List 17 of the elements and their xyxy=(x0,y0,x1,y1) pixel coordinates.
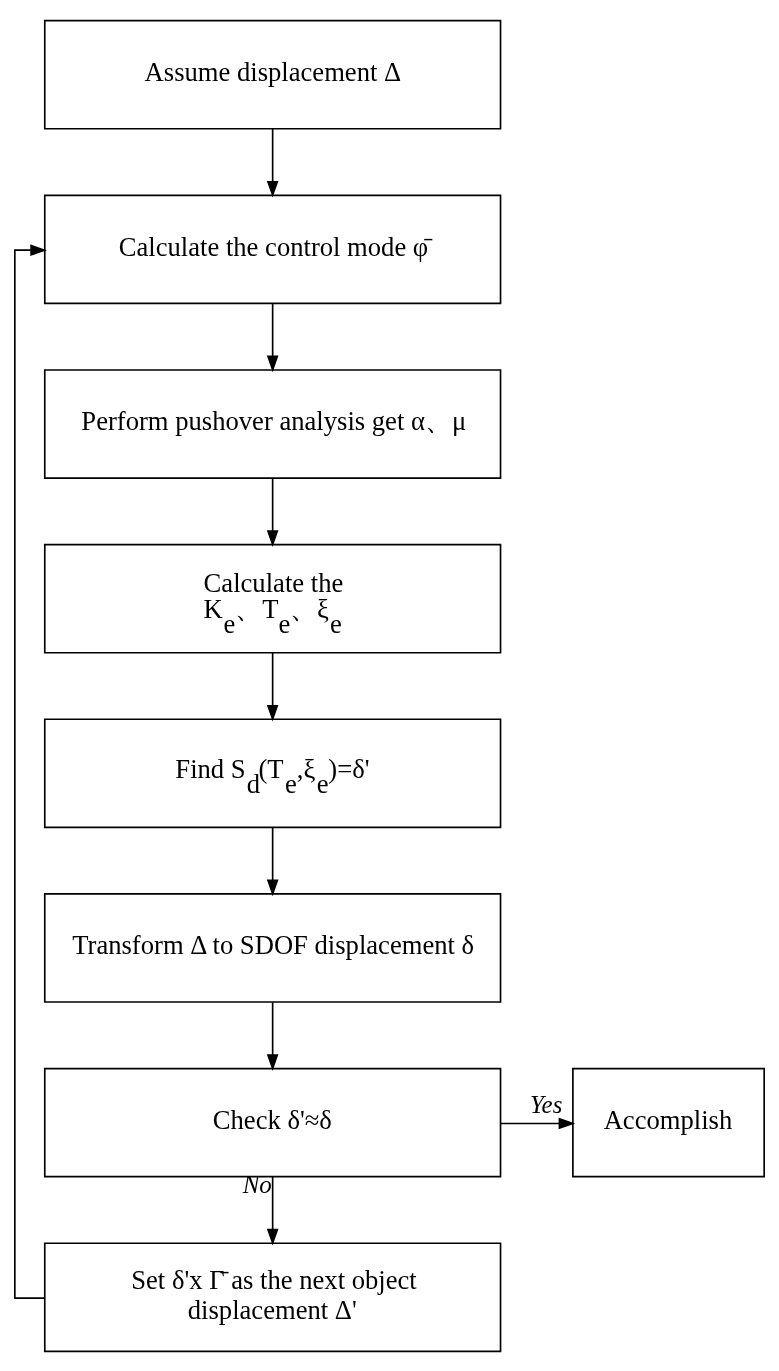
node-box: Assume displacement Δ xyxy=(43,19,502,130)
arrow xyxy=(266,1000,279,1071)
node-box: Calculate the control mode φ̄ xyxy=(43,194,502,304)
node-box: Transform Δ to SDOF displacement δ xyxy=(43,892,502,1003)
node-box: Check δ'≈δ xyxy=(43,1067,502,1177)
arrow xyxy=(266,826,279,896)
node-box: Accomplish xyxy=(572,1067,765,1177)
arrow xyxy=(266,477,279,547)
edge-label: Yes xyxy=(530,1090,563,1118)
arrow xyxy=(266,302,279,372)
arrow xyxy=(499,1117,576,1129)
arrow xyxy=(266,651,279,722)
node-box: Perform pushover analysis get α、μ xyxy=(43,368,502,479)
node-box: Set δ'x Γ̄ as the next object displacement Δ' xyxy=(43,1241,502,1352)
arrow xyxy=(14,243,47,1299)
arrow xyxy=(266,1175,279,1246)
arrow xyxy=(266,127,279,198)
